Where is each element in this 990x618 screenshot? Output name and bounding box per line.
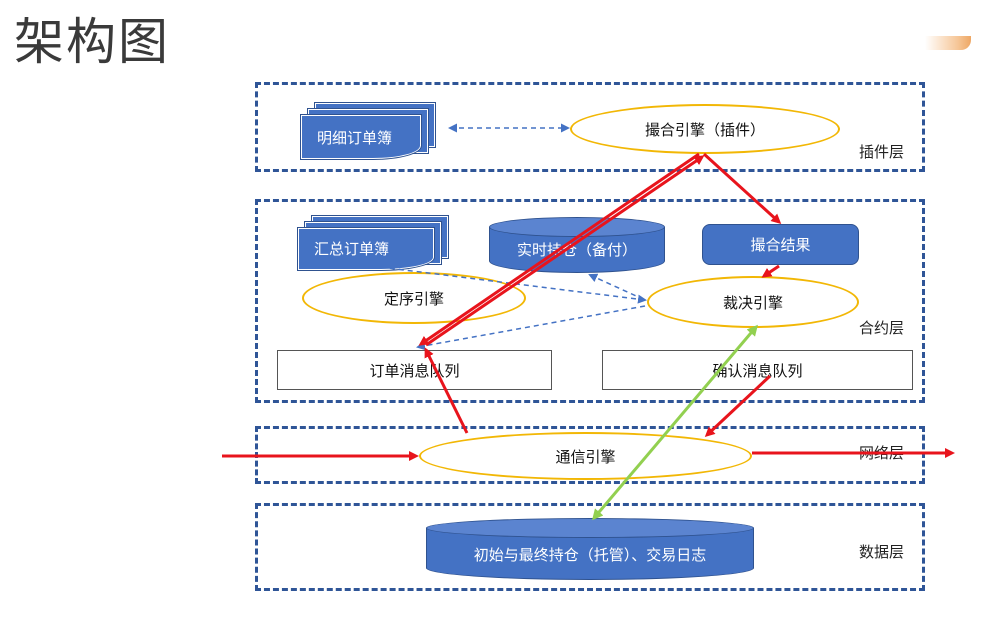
detail-order-book: 明细订单簿	[300, 102, 437, 160]
data-layer-label: 数据层	[859, 543, 905, 561]
cylinder-top	[489, 217, 665, 237]
order-message-queue: 订单消息队列	[277, 350, 552, 390]
confirm-message-queue: 确认消息队列	[602, 350, 913, 390]
summary-order-book: 汇总订单簿	[297, 215, 449, 272]
corner-decoration	[925, 36, 971, 50]
communication-engine: 通信引擎	[419, 432, 752, 480]
plugin-layer-label: 插件层	[859, 143, 905, 161]
initial-final-position-label: 初始与最终持仓（托管）、交易日志	[473, 546, 707, 564]
sequencing-engine: 定序引擎	[302, 272, 526, 324]
network-layer-label: 网络层	[859, 444, 905, 462]
matching-result: 撮合结果	[702, 224, 859, 265]
page-title: 架构图	[14, 13, 170, 71]
realtime-position-label: 实时持仓（备付）	[516, 241, 637, 259]
summary-order-book-label: 汇总订单簿	[314, 240, 390, 258]
doc-sheet-front	[300, 114, 422, 160]
initial-final-position-cylinder: 初始与最终持仓（托管）、交易日志	[426, 518, 754, 580]
realtime-position-cylinder: 实时持仓（备付）	[489, 217, 665, 273]
detail-order-book-label: 明细订单簿	[317, 129, 393, 147]
arbitration-engine: 裁决引擎	[647, 276, 859, 328]
matching-engine-plugin: 撮合引擎（插件）	[570, 104, 840, 154]
data-layer	[255, 503, 925, 591]
contract-layer-label: 合约层	[859, 319, 905, 337]
cylinder-top	[426, 518, 754, 538]
